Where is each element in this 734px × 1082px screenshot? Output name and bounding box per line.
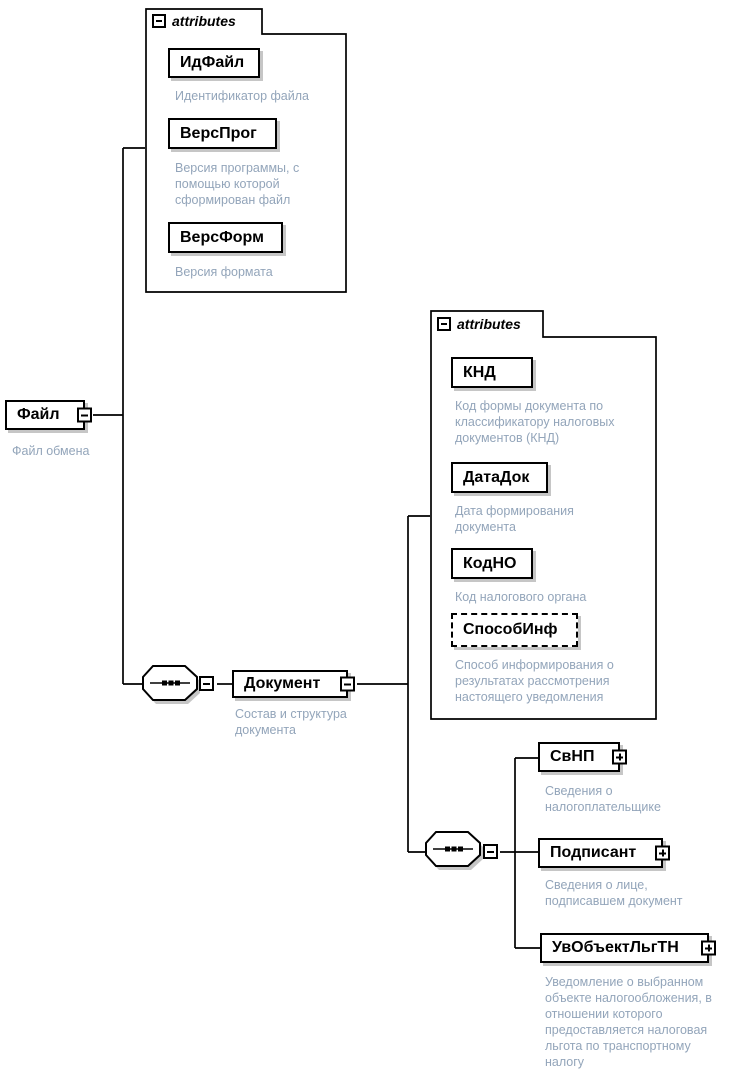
attribute-annotation: Версия программы, с помощью которой сфор… [175, 161, 300, 207]
sequence-icon [425, 831, 483, 870]
collapse-icon[interactable] [77, 407, 92, 423]
attributes-header: attributes [152, 13, 236, 29]
element-svnp[interactable]: СвНП [538, 742, 627, 772]
element-name: Файл [17, 406, 60, 423]
element-file[interactable]: Файл [5, 400, 92, 430]
collapse-icon[interactable] [152, 14, 166, 28]
attributes-label: attributes [457, 316, 521, 332]
attribute-annotation: Способ информирования о результатах расс… [455, 658, 614, 704]
attribute-knd[interactable]: КНД [451, 357, 533, 388]
attribute-annotation: Код формы документа по классификатору на… [455, 399, 615, 445]
element-podpisant[interactable]: Подписант [538, 838, 670, 868]
attribute-annotation: Дата формирования документа [455, 504, 574, 534]
attribute-annotation: Код налогового органа [455, 590, 587, 604]
collapse-icon[interactable] [437, 317, 451, 331]
attribute-name: КодНО [463, 554, 517, 572]
collapse-icon[interactable] [199, 676, 214, 691]
element-uvobjektlgtn[interactable]: УвОбъектЛьгТН [540, 933, 716, 963]
attribute-name: ВерсФорм [180, 228, 264, 246]
element-annotation: Файл обмена [12, 444, 90, 458]
attribute-name: ДатаДок [463, 468, 530, 486]
expand-icon[interactable] [655, 845, 670, 861]
attribute-versform[interactable]: ВерсФорм [168, 222, 283, 253]
element-name: СвНП [550, 748, 595, 765]
element-annotation: Сведения о налогоплательщике [545, 784, 661, 814]
collapse-icon[interactable] [483, 844, 498, 859]
attributes-label: attributes [172, 13, 236, 29]
attribute-versprog[interactable]: ВерсПрог [168, 118, 277, 149]
element-annotation: Состав и структура документа [235, 707, 347, 737]
element-annotation: Уведомление о выбранном объекте налогооб… [545, 975, 712, 1069]
attribute-kodno[interactable]: КодНО [451, 548, 533, 579]
attribute-name: ИдФайл [180, 54, 245, 71]
attribute-name: ВерсПрог [180, 124, 257, 142]
attribute-datadok[interactable]: ДатаДок [451, 462, 548, 493]
attribute-annotation: Версия формата [175, 265, 273, 279]
attribute-idfile[interactable]: ИдФайл [168, 48, 260, 78]
collapse-icon[interactable] [340, 676, 355, 692]
element-annotation: Сведения о лице, подписавшем документ [545, 878, 683, 908]
sequence-icon [142, 665, 200, 704]
element-name: Подписант [550, 844, 637, 861]
attribute-sposobinf-optional[interactable]: СпособИнф [451, 613, 578, 647]
attribute-name: КНД [463, 363, 496, 381]
element-name: Документ [244, 675, 321, 692]
expand-icon[interactable] [701, 940, 716, 956]
attribute-name: СпособИнф [463, 621, 558, 638]
attributes-outline [145, 8, 347, 293]
attributes-header: attributes [437, 316, 521, 332]
file-attributes-box: attributes [145, 8, 351, 295]
attribute-annotation: Идентификатор файла [175, 89, 309, 103]
expand-icon[interactable] [612, 749, 627, 765]
element-name: УвОбъектЛьгТН [552, 939, 679, 956]
element-document[interactable]: Документ [232, 670, 355, 698]
